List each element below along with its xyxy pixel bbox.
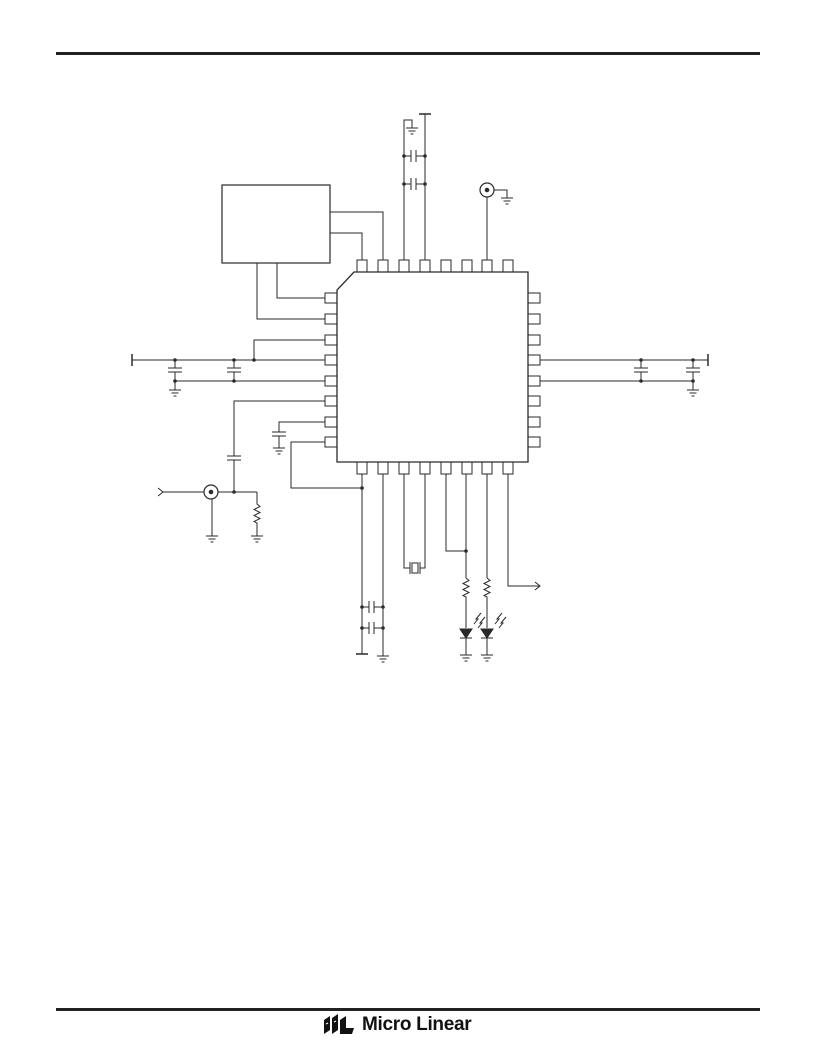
module-box [221,184,331,264]
module-traces [256,211,384,320]
ground-icon [481,654,493,662]
micro-linear-logo-icon [324,1014,354,1034]
ground-icon [406,127,418,135]
crystal-icon [403,474,426,574]
ic-package [336,271,529,463]
ground-icon [501,197,513,205]
ic-bottom-pins [356,461,514,475]
ic-top-pins [356,259,514,273]
ground-icon [460,654,472,662]
led-icon [480,612,507,639]
brand-name: Micro Linear [362,1014,472,1035]
ic-right-pins [527,292,541,448]
bypass-capacitor [272,421,325,448]
output-arrow-icon [507,474,541,591]
coax-connector-icon [479,182,495,198]
header-rule [56,52,760,55]
coax-connector-icon [203,484,219,500]
right-supply-network [540,354,709,390]
bottom-decoupling-network [356,474,384,656]
ground-icon [169,389,181,397]
ground-icon [251,535,263,543]
input-coupling-network [157,400,325,536]
top-decoupling-network [403,113,431,260]
ground-icon [687,389,699,397]
brand-logo: Micro Linear [322,1013,472,1037]
footer-rule [56,1008,760,1011]
ground-icon [206,535,218,543]
led-network [445,474,492,655]
junction-dots [173,154,695,630]
schematic-diagram [131,113,709,663]
ic-left-pins [324,292,338,448]
led-icon [459,612,486,639]
ground-icon [377,655,389,663]
ground-icon [273,447,285,455]
left-supply-network [131,339,325,390]
